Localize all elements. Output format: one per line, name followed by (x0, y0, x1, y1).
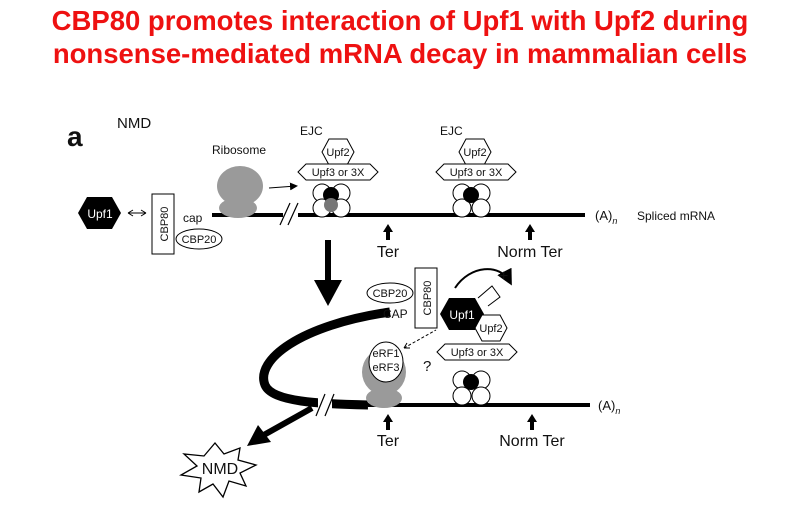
upf3-hexagon-2: Upf3 or 3X (435, 163, 517, 181)
arrow-to-ejc (268, 182, 298, 191)
upf2-hexagon-2: Upf2 (458, 138, 492, 166)
ejc-label-2: EJC (440, 124, 463, 138)
ejc-complex-1 (312, 183, 351, 218)
polya-bottom: (A)n (598, 398, 620, 416)
break-marks-top (279, 202, 299, 226)
svg-text:Upf2: Upf2 (326, 147, 349, 159)
conformation-icon (477, 285, 501, 307)
ejc-complex-2 (452, 183, 491, 218)
norm-ter-marker-top: Norm Ter (497, 224, 563, 261)
erf-oval: eRF1 eRF3 (368, 341, 404, 383)
plus-label: + (499, 268, 508, 285)
upf3-hexagon-bottom: Upf3 or 3X (436, 343, 518, 361)
cbp80-box-top: CBP80 (151, 193, 175, 255)
cbp20-oval-top: CBP20 (175, 228, 223, 250)
svg-text:Upf3 or 3X: Upf3 or 3X (312, 167, 365, 179)
svg-text:(A)n: (A)n (595, 208, 617, 226)
cbp80-box-bottom: CBP80 (414, 267, 438, 329)
svg-text:Upf3 or 3X: Upf3 or 3X (450, 167, 503, 179)
svg-text:CBP80: CBP80 (159, 207, 171, 242)
ter-marker-top: Ter (377, 224, 400, 261)
double-arrow-icon (127, 209, 147, 217)
svg-text:eRF3: eRF3 (373, 362, 400, 374)
question-mark: ? (423, 358, 431, 375)
ter-marker-bottom: Ter (377, 414, 400, 450)
svg-text:Ter: Ter (377, 433, 400, 450)
slide-title: CBP80 promotes interaction of Upf1 with … (0, 4, 800, 70)
spliced-mrna-label: Spliced mRNA (637, 209, 715, 223)
upf2-hexagon-1: Upf2 (321, 138, 355, 166)
cap-label-top: cap (183, 211, 203, 225)
diagonal-arrow (247, 405, 314, 446)
ribosome-label: Ribosome (212, 143, 266, 157)
upf1-hexagon-bottom: Upf1 (440, 298, 484, 330)
upf2-hexagon-bottom: Upf2 (474, 314, 508, 342)
polya-top: (A)n (595, 208, 617, 226)
svg-text:(A)n: (A)n (598, 398, 620, 416)
svg-text:Upf2: Upf2 (479, 323, 502, 335)
svg-text:CBP20: CBP20 (373, 288, 408, 300)
interaction-arrow (403, 329, 437, 349)
title-line-2: nonsense-mediated mRNA decay in mammalia… (52, 38, 748, 69)
break-marks-bottom (315, 393, 335, 417)
svg-text:Norm Ter: Norm Ter (499, 433, 565, 450)
upf1-hexagon-top: Upf1 (78, 197, 121, 229)
cbp20-oval-bottom: CBP20 (366, 282, 414, 304)
panel-heading: NMD (117, 115, 151, 132)
svg-text:Upf2: Upf2 (463, 147, 486, 159)
upf3-hexagon-1: Upf3 or 3X (297, 163, 379, 181)
svg-text:CBP80: CBP80 (422, 281, 434, 316)
panel-label: a (67, 121, 83, 152)
svg-text:eRF1: eRF1 (373, 348, 400, 360)
ejc-label-1: EJC (300, 124, 323, 138)
down-arrow (314, 240, 342, 306)
svg-text:CBP20: CBP20 (182, 234, 217, 246)
svg-text:NMD: NMD (202, 461, 238, 478)
title-line-1: CBP80 promotes interaction of Upf1 with … (51, 5, 749, 36)
svg-text:Upf3 or 3X: Upf3 or 3X (451, 347, 504, 359)
nmd-starburst: NMD (179, 441, 258, 499)
norm-ter-marker-bottom: Norm Ter (499, 414, 565, 450)
curved-arrow-icon (454, 267, 512, 289)
svg-text:Norm Ter: Norm Ter (497, 244, 563, 261)
svg-text:Upf1: Upf1 (87, 207, 113, 221)
cap-label-bottom: CAP (383, 307, 408, 321)
svg-text:Upf1: Upf1 (449, 308, 475, 322)
ribosome-top (217, 166, 263, 218)
ejc-complex-bottom (452, 370, 491, 406)
svg-text:Ter: Ter (377, 244, 400, 261)
